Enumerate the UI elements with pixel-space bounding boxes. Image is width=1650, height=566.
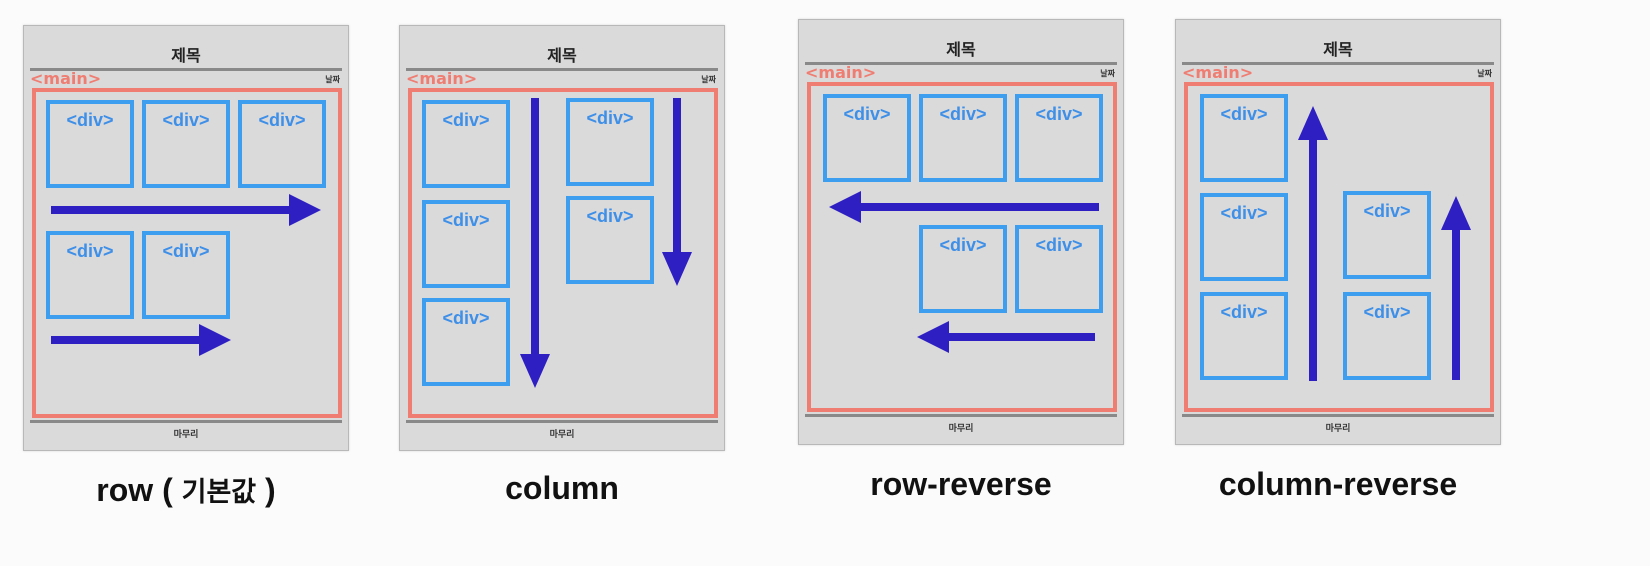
div-item: <div> <box>238 100 326 188</box>
arrow-left-icon <box>917 321 1095 353</box>
div-item: <div> <box>566 98 654 186</box>
caption-row-main: row ( <box>96 472 173 508</box>
main-container <box>807 82 1117 412</box>
div-label: <div> <box>939 235 987 255</box>
div-label: <div> <box>258 110 306 130</box>
panel-column-reverse: 제목 <main> 날짜 <div> <div> <div> <div> <di… <box>1175 19 1501 445</box>
arrow-right-icon <box>51 194 321 226</box>
footer-divider <box>805 414 1117 417</box>
caption-row-reverse: row-reverse <box>870 466 1052 502</box>
caption-column: column <box>505 470 619 506</box>
div-label: <div> <box>1220 104 1268 124</box>
main-container <box>32 88 342 418</box>
arrow-right-icon <box>51 324 231 356</box>
main-tag-label: <main> <box>406 69 478 88</box>
main-tag-label: <main> <box>805 63 877 82</box>
panel-title: 제목 <box>547 46 577 65</box>
arrow-left-icon <box>829 191 1099 223</box>
div-item: <div> <box>1343 191 1431 279</box>
div-item: <div> <box>142 100 230 188</box>
footer-divider <box>406 420 718 423</box>
main-tag-label: <main> <box>30 69 102 88</box>
div-item: <div> <box>1200 193 1288 281</box>
div-label: <div> <box>66 241 114 261</box>
arrow-down-icon <box>520 98 550 388</box>
div-label: <div> <box>442 110 490 130</box>
main-tag-label: <main> <box>1182 63 1254 82</box>
div-label: <div> <box>939 104 987 124</box>
div-label: <div> <box>586 108 634 128</box>
div-item: <div> <box>1015 225 1103 313</box>
header-divider <box>1182 62 1494 65</box>
div-item: <div> <box>823 94 911 182</box>
panel-row-reverse: 제목 <main> 날짜 <div> <div> <div> <div> <di… <box>798 19 1124 445</box>
date-label: 날짜 <box>1100 69 1115 78</box>
date-label: 날짜 <box>1477 69 1492 78</box>
panel-title: 제목 <box>171 46 201 65</box>
footer-divider <box>1182 414 1494 417</box>
panel-title: 제목 <box>1323 40 1353 59</box>
div-label: <div> <box>442 308 490 328</box>
div-label: <div> <box>1220 203 1268 223</box>
arrow-up-icon <box>1298 106 1328 381</box>
div-item: <div> <box>46 100 134 188</box>
caption-row-korean: 기본값 <box>181 477 257 508</box>
caption-column-reverse: column-reverse <box>1218 466 1458 502</box>
div-label: <div> <box>66 110 114 130</box>
header-divider <box>406 68 718 71</box>
div-item: <div> <box>1200 94 1288 182</box>
panel-row: 제목 <main> 날짜 <div> <div> <div> <div> <di… <box>23 25 349 451</box>
div-label: <div> <box>1035 235 1083 255</box>
footer-label: 마무리 <box>1325 424 1351 434</box>
div-label: <div> <box>1220 302 1268 322</box>
caption-row: row ( 기본값 ) <box>23 470 349 509</box>
div-item: <div> <box>422 298 510 386</box>
div-item: <div> <box>1015 94 1103 182</box>
arrow-up-icon <box>1441 196 1471 380</box>
date-label: 날짜 <box>701 75 716 84</box>
div-label: <div> <box>1363 201 1411 221</box>
header-divider <box>30 68 342 71</box>
div-item: <div> <box>1343 292 1431 380</box>
footer-divider <box>30 420 342 423</box>
caption-row-close: ) <box>265 472 276 508</box>
div-label: <div> <box>162 110 210 130</box>
panel-title: 제목 <box>946 40 976 59</box>
div-item: <div> <box>566 196 654 284</box>
panel-column: 제목 <main> 날짜 <div> <div> <div> <div> <di… <box>399 25 725 451</box>
div-item: <div> <box>1200 292 1288 380</box>
div-item: <div> <box>142 231 230 319</box>
div-label: <div> <box>843 104 891 124</box>
div-label: <div> <box>1035 104 1083 124</box>
div-label: <div> <box>586 206 634 226</box>
div-label: <div> <box>162 241 210 261</box>
div-label: <div> <box>1363 302 1411 322</box>
footer-label: 마무리 <box>948 424 974 434</box>
div-item: <div> <box>422 200 510 288</box>
div-item: <div> <box>422 100 510 188</box>
footer-label: 마무리 <box>173 430 199 440</box>
div-item: <div> <box>919 94 1007 182</box>
arrow-down-icon <box>662 98 692 286</box>
main-container <box>408 88 718 418</box>
div-item: <div> <box>46 231 134 319</box>
div-item: <div> <box>919 225 1007 313</box>
div-label: <div> <box>442 210 490 230</box>
main-container <box>1184 82 1494 412</box>
footer-label: 마무리 <box>549 430 575 440</box>
header-divider <box>805 62 1117 65</box>
date-label: 날짜 <box>325 75 340 84</box>
